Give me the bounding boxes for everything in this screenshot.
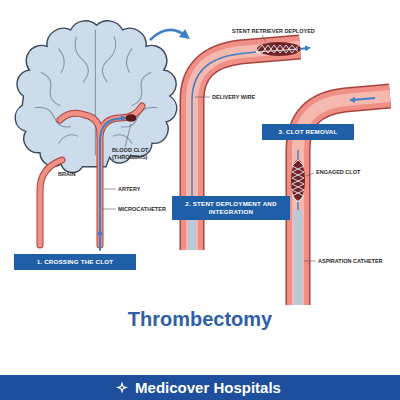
part-label: MICROCATHETER	[118, 206, 166, 213]
part-label: ARTERY	[118, 186, 140, 193]
step-box: 3. CLOT REMOVAL	[262, 124, 354, 140]
step-label: 3. CLOT REMOVAL	[268, 128, 348, 136]
brand-name: Medicover Hospitals	[16, 375, 400, 400]
part-label: DELIVERY WIRE	[212, 94, 255, 101]
part-label: BRAIN	[58, 171, 75, 178]
part-label: ENGAGED CLOT	[316, 169, 360, 176]
part-label: STENT RETRIEVER DEPLOYED	[232, 28, 315, 35]
part-label: BLOOD CLOT (THROMBUS)	[112, 147, 152, 161]
step-box: 1. CROSSING THE CLOT	[14, 254, 136, 270]
part-label: ASPIRATION CATHETER	[318, 258, 383, 265]
step-label: 1. CROSSING THE CLOT	[20, 258, 130, 266]
step-label: 2. STENT DEPLOYMENT AND INTEGRATION	[178, 200, 284, 216]
step-box: 2. STENT DEPLOYMENT AND INTEGRATION	[172, 196, 290, 220]
footer-band: Medicover Hospitals	[0, 375, 400, 400]
diagram-title: Thrombectomy	[0, 308, 400, 331]
